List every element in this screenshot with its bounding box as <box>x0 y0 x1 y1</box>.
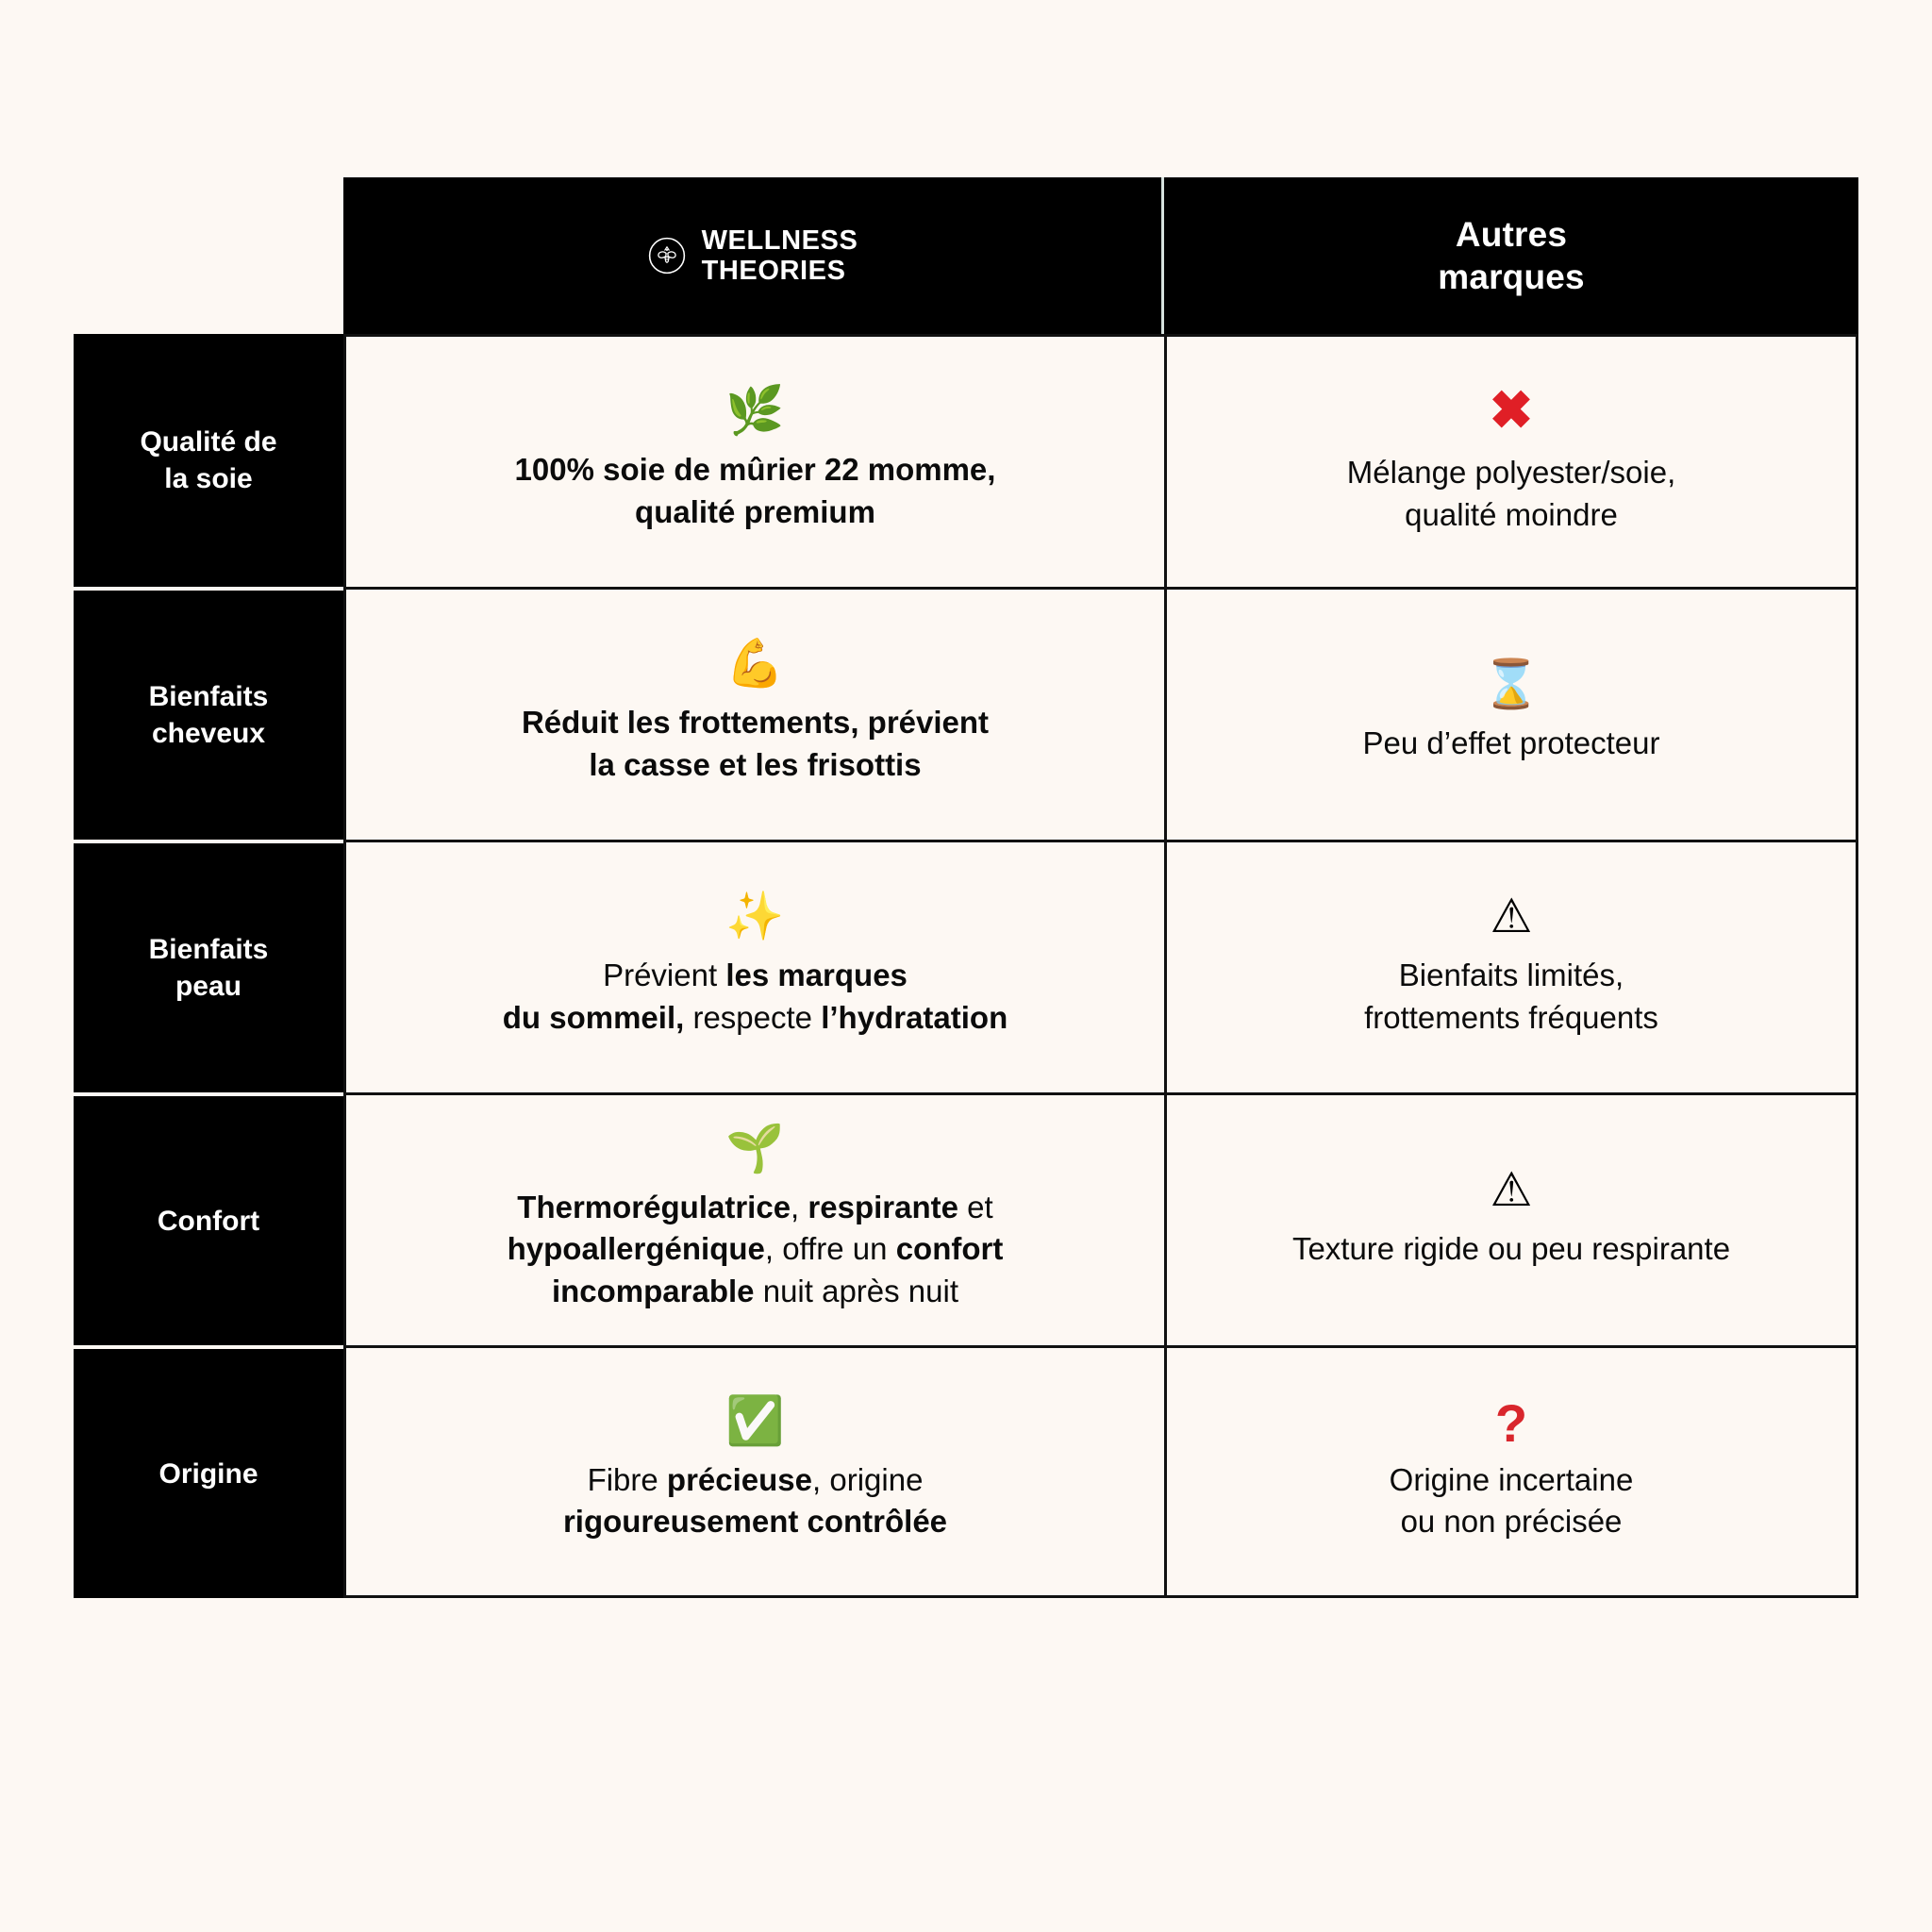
cell-text: Mélange polyester/soie,qualité moindre <box>1346 455 1676 532</box>
cell-other-row-1: ✖ Mélange polyester/soie,qualité moindre <box>1164 334 1858 587</box>
warning-triangle-emoji: ⚠ <box>1490 1163 1533 1217</box>
flexed-biceps-emoji: 💪 <box>725 637 785 691</box>
row-label-text: Origine <box>158 1457 258 1490</box>
sparkles-emoji: ✨ <box>725 890 785 943</box>
green-check-mark-button-emoji: ✅ <box>725 1393 785 1447</box>
row-label-text: Confort <box>157 1205 260 1237</box>
header-competitor-column: Autres marques <box>1164 177 1858 334</box>
row-label-5: Origine <box>74 1345 343 1598</box>
red-question-mark-icon: ? <box>1494 1392 1528 1453</box>
header-brand-column: WELLNESS THEORIES <box>343 177 1164 334</box>
cell-other-row-2: ⌛ Peu d’effet protecteur <box>1164 587 1858 840</box>
cell-brand-row-1: 🌿 100% soie de mûrier 22 momme,qualité pr… <box>343 334 1164 587</box>
cell-other-row-4: ⚠ Texture rigide ou peu respirante <box>1164 1092 1858 1345</box>
cell-other-row-3: ⚠ Bienfaits limités,frottements fréquents <box>1164 840 1858 1092</box>
cell-text: Bienfaits limités,frottements fréquents <box>1364 958 1658 1035</box>
row-label-text: Bienfaits cheveux <box>148 681 269 749</box>
row-label-2: Bienfaits cheveux <box>74 587 343 840</box>
comparison-grid: WELLNESS THEORIES Autres marques Qualité… <box>74 177 1858 1598</box>
brand-lockup: WELLNESS THEORIES <box>647 225 858 287</box>
bee-circle-icon <box>647 236 687 275</box>
cell-text: Texture rigide ou peu respirante <box>1291 1231 1731 1267</box>
cell-text: Peu d’effet protecteur <box>1362 725 1660 761</box>
seedling-emoji: 🌱 <box>725 1122 785 1175</box>
header-corner-spacer <box>74 177 343 334</box>
row-label-text: Qualité de la soie <box>140 426 277 494</box>
cell-text: 100% soie de mûrier 22 momme,qualité pre… <box>514 452 996 529</box>
warning-triangle-emoji: ⚠ <box>1490 890 1533 943</box>
row-label-text: Bienfaits peau <box>148 934 269 1002</box>
brand-name: WELLNESS THEORIES <box>701 225 858 286</box>
row-label-1: Qualité de la soie <box>74 334 343 587</box>
comparison-table: WELLNESS THEORIES Autres marques Qualité… <box>74 177 1858 1598</box>
row-label-3: Bienfaits peau <box>74 840 343 1092</box>
hourglass-emoji: ⌛ <box>1481 658 1541 711</box>
herb-leaf-emoji: 🌿 <box>725 384 785 438</box>
competitor-label: Autres marques <box>1438 214 1585 296</box>
row-label-4: Confort <box>74 1092 343 1345</box>
red-cross-mark-icon: ✖ <box>1489 380 1534 441</box>
